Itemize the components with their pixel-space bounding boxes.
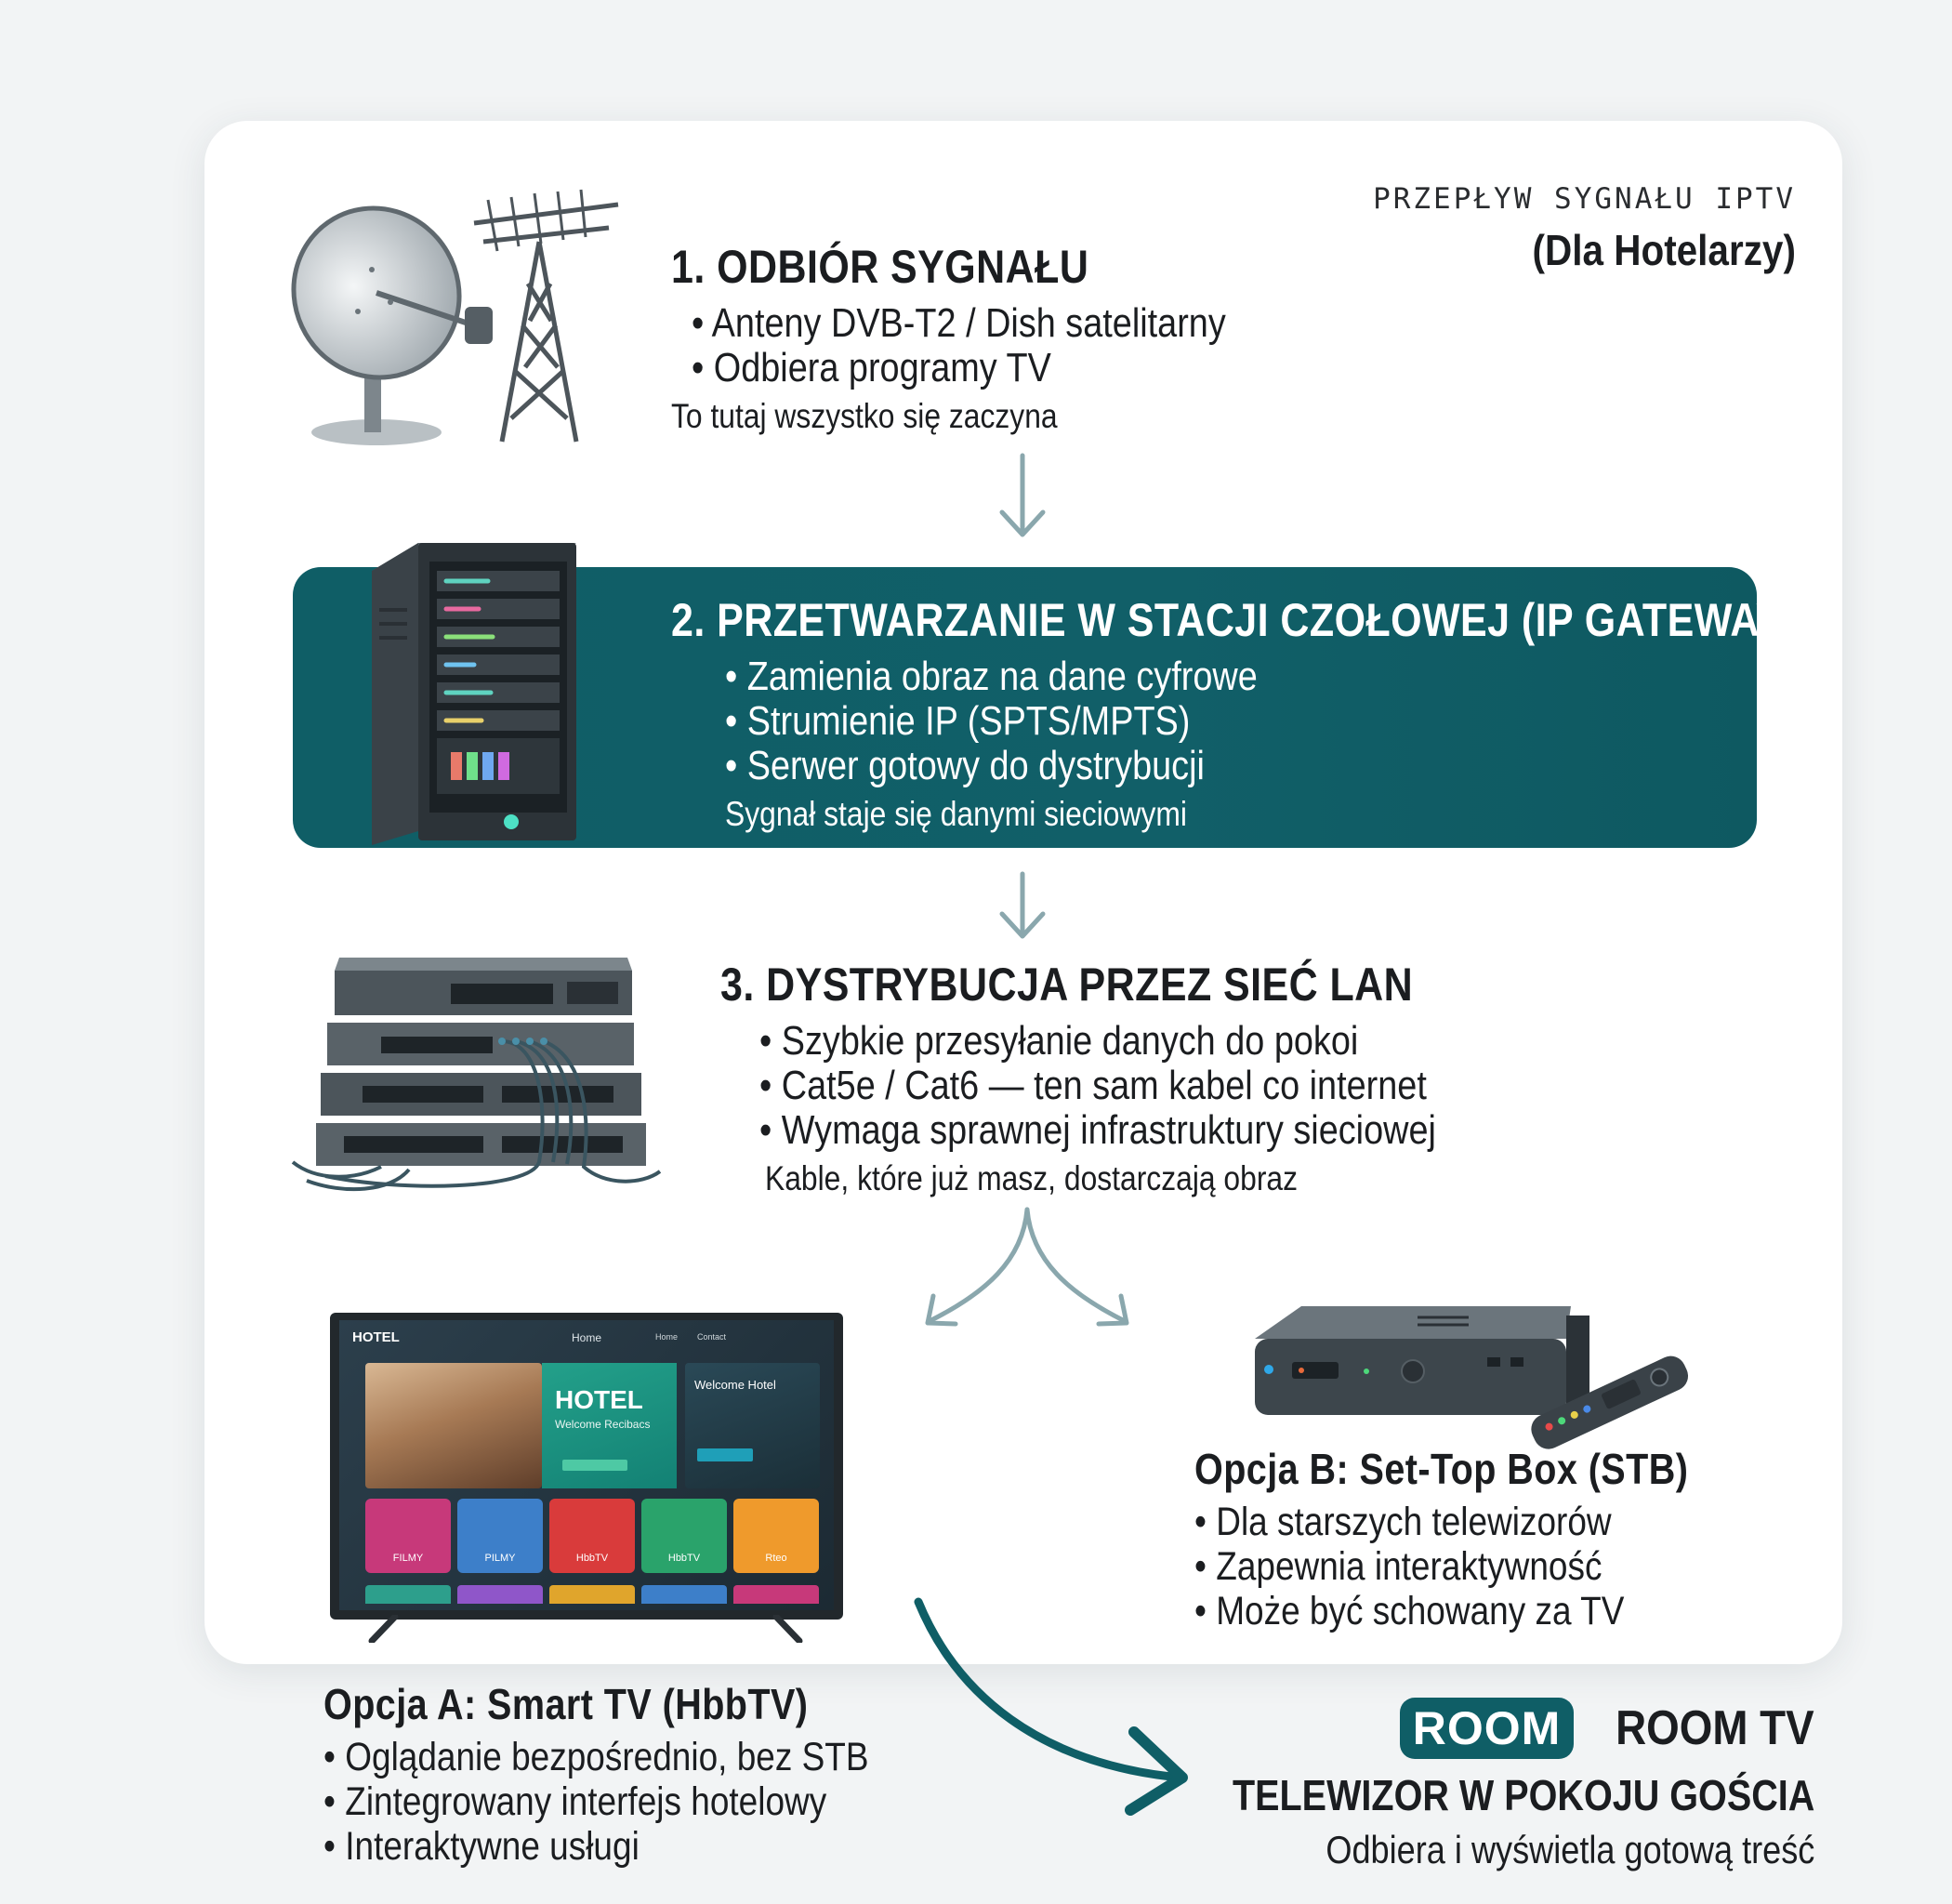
step-2-note: Sygnał staje się danymi sieciowymi — [725, 795, 1187, 833]
step-3: 3. DYSTRYBUCJA PRZEZ SIEĆ LAN Szybkie pr… — [720, 958, 1546, 1201]
diagram-header: PRZEPŁYW SYGNAŁU IPTV (Dla Hotelarzy) — [1373, 182, 1796, 275]
tv-screen: HOTEL Home Home Contact HOTEL Welcome Re… — [339, 1320, 834, 1610]
step-1-note: To tutaj wszystko się zaczyna — [671, 397, 1058, 435]
option-b-bullet: Dla starszych telewizorów — [1194, 1500, 1688, 1544]
tv-welcome-button — [697, 1448, 753, 1461]
option-b-bullet: Zapewnia interaktywność — [1194, 1544, 1688, 1589]
tv-hero-button — [562, 1460, 627, 1471]
tv-nav-item: Home — [572, 1331, 602, 1344]
tv-tile-label: HbbTV — [575, 1553, 609, 1564]
room-tv-label: ROOM TV — [1616, 1701, 1814, 1755]
tv-nav-item: Home — [655, 1332, 679, 1342]
set-top-box-icon — [1255, 1306, 1689, 1449]
step-1-title: 1. ODBIÓR SYGNAŁU — [671, 241, 1089, 293]
step-2: 2. PRZETWARZANIE W STACJI CZOŁOWEJ (IP G… — [671, 593, 1952, 837]
step-3-title: 3. DYSTRYBUCJA PRZEZ SIEĆ LAN — [720, 959, 1414, 1011]
room-tv-subtitle: Odbiera i wyświetla gotową treść — [1326, 1828, 1814, 1871]
tv-hero-image — [365, 1363, 542, 1488]
satellite-antenna-icon — [291, 189, 619, 445]
tv-tile-label: FILMY — [392, 1553, 424, 1564]
option-b-title: Opcja B: Set-Top Box (STB) — [1194, 1445, 1689, 1493]
option-a-bullet: Oglądanie bezpośrednio, bez STB — [323, 1735, 868, 1779]
room-badge: ROOM — [1399, 1698, 1575, 1759]
tv-brand: HOTEL — [352, 1329, 400, 1345]
option-a: Opcja A: Smart TV (HbbTV) Oglądanie bezp… — [323, 1679, 957, 1869]
room-tv-title: TELEWIZOR W POKOJU GOŚCIA — [1232, 1771, 1814, 1819]
tv-tile-label: PILMY — [484, 1553, 516, 1564]
step-3-bullet: Cat5e / Cat6 — ten sam kabel co internet — [759, 1064, 1436, 1108]
tv-hero-subtitle: Welcome Recibacs — [555, 1418, 651, 1431]
flow-arrow-down — [999, 871, 1046, 939]
step-2-bullet: Zamienia obraz na dane cyfrowe — [725, 654, 1804, 699]
tv-hero-title: HOTEL — [555, 1385, 643, 1414]
step-3-note: Kable, które już masz, dostarczają obraz — [765, 1159, 1299, 1197]
room-tv: ROOM ROOM TV TELEWIZOR W POKOJU GOŚCIA O… — [1138, 1698, 1814, 1872]
step-1-bullet: Odbiera programy TV — [692, 346, 1226, 390]
tv-tile — [733, 1499, 819, 1573]
tv-welcome-title: Welcome Hotel — [694, 1378, 776, 1392]
tv-nav-item: Contact — [697, 1332, 727, 1342]
option-b: Opcja B: Set-Top Box (STB) Dla starszych… — [1194, 1444, 1769, 1633]
option-a-title: Opcja A: Smart TV (HbbTV) — [323, 1680, 809, 1728]
step-2-bullet: Serwer gotowy do dystrybucji — [725, 744, 1804, 788]
tv-tile — [549, 1499, 635, 1573]
tv-tile — [365, 1499, 451, 1573]
tv-stand — [368, 1615, 803, 1643]
step-2-title: 2. PRZETWARZANIE W STACJI CZOŁOWEJ (IP G… — [671, 594, 1797, 646]
curved-arrow — [914, 1597, 1188, 1816]
option-a-bullet: Zintegrowany interfejs hotelowy — [323, 1779, 869, 1824]
tv-tile-label: Rteo — [765, 1553, 787, 1564]
header-title: PRZEPŁYW SYGNAŁU IPTV — [1373, 182, 1796, 216]
step-2-bullet: Strumienie IP (SPTS/MPTS) — [725, 699, 1804, 744]
step-1-bullet: Anteny DVB-T2 / Dish satelitarny — [692, 301, 1226, 346]
tv-welcome-panel — [685, 1363, 820, 1488]
tv-tile-label: HbbTV — [667, 1553, 701, 1564]
tv-tile — [457, 1499, 543, 1573]
split-arrow — [925, 1207, 1129, 1327]
step-3-bullet: Szybkie przesyłanie danych do pokoi — [759, 1019, 1436, 1064]
step-1: 1. ODBIÓR SYGNAŁU Anteny DVB-T2 / Dish s… — [671, 240, 1312, 439]
header-subtitle: (Dla Hotelarzy) — [1532, 226, 1796, 274]
option-a-bullet: Interaktywne usługi — [323, 1824, 869, 1869]
smart-tv: HOTEL Home Home Contact HOTEL Welcome Re… — [330, 1313, 843, 1643]
server-rack-icon — [372, 543, 576, 845]
flow-arrow-down — [999, 453, 1046, 537]
step-3-bullet: Wymaga sprawnej infrastruktury sieciowej — [759, 1108, 1436, 1153]
network-switch-icon — [291, 958, 662, 1192]
tv-tile — [641, 1499, 727, 1573]
option-b-bullet: Może być schowany za TV — [1194, 1589, 1688, 1633]
